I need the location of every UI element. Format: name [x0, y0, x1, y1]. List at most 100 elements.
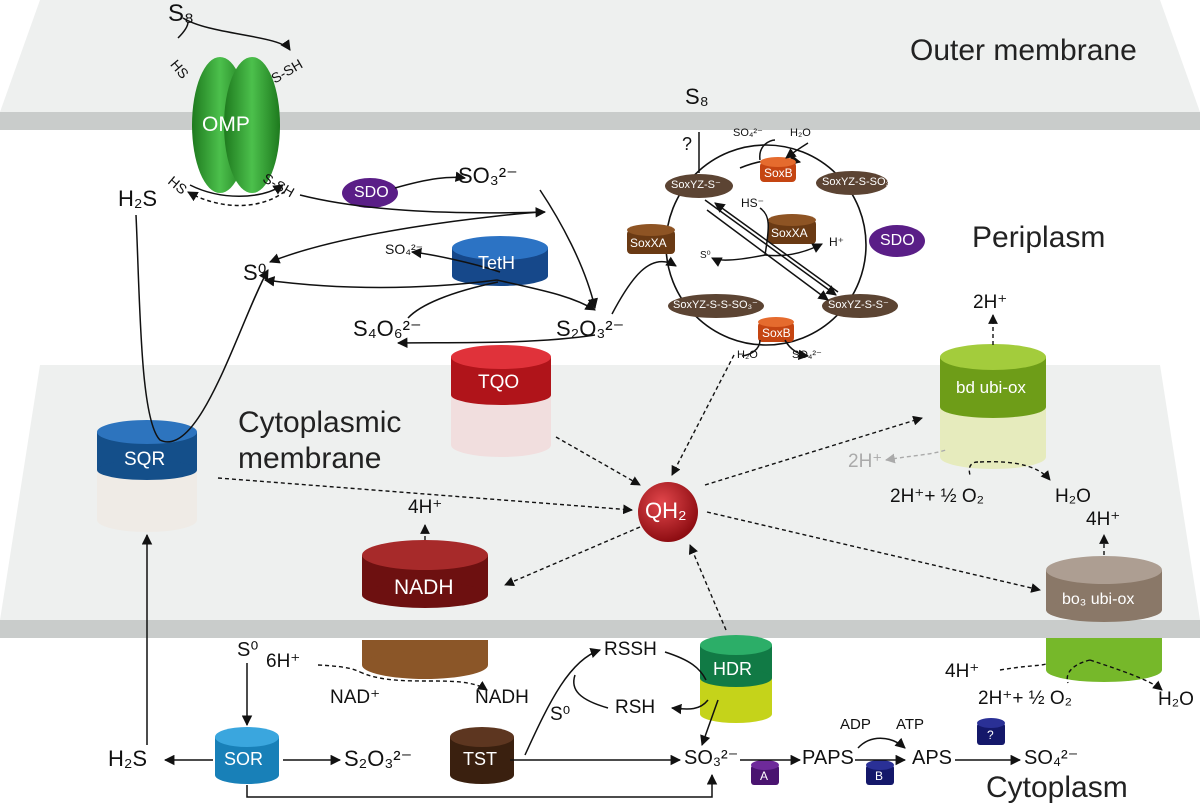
region-cytoplasm: Cytoplasm: [986, 771, 1128, 804]
4h-nadh-label: 4H⁺: [408, 497, 443, 518]
qh2-sphere: [638, 482, 698, 542]
soxyz-sss-node: [822, 294, 898, 318]
h2o-top-right-label: H₂O: [1055, 486, 1091, 507]
outer-membrane: [0, 0, 1200, 130]
soxb-top-protein: [760, 157, 796, 182]
bo3-ubi-ox-label: bo₃ ubi-ox: [1062, 591, 1135, 608]
aps-label: APS: [912, 747, 953, 769]
h2o-soxb-bottom-label: H₂O: [737, 349, 758, 361]
soxyz-sso3-node: [816, 171, 888, 195]
sor-label: SOR: [224, 749, 264, 769]
so4-soxb-bottom-label: SO₄²⁻: [792, 349, 822, 361]
h-plus-sox-label: H⁺: [829, 235, 844, 249]
s0-periplasm-label: S⁰: [243, 260, 267, 285]
tst-label: TST: [463, 749, 497, 769]
sdo-right-protein: [869, 225, 925, 257]
4h-cyto-label: 4H⁺: [945, 661, 980, 682]
tst-protein: [450, 727, 514, 784]
sdo-top-label: SDO: [354, 184, 389, 201]
sor-protein: [215, 727, 279, 784]
sqr-protein: [97, 420, 197, 532]
2h-half-o2-bottom-label: 2H⁺+ ½ O₂: [978, 688, 1072, 709]
soxyz-ssso3-label: SoxYZ-S-S-SO₃⁻: [673, 299, 758, 311]
dashed-connectors: [217, 314, 1163, 691]
2h-half-o2-top-label: 2H⁺+ ½ O₂: [890, 486, 984, 507]
region-cytoplasmic-membrane-line1: Cytoplasmic: [238, 406, 402, 439]
h2s-periplasm-label: H₂S: [118, 186, 158, 211]
atp-label: ATP: [896, 716, 925, 733]
enzyme-q-label: ?: [987, 728, 994, 742]
so4-teth-label: SO₄²⁻: [385, 241, 423, 257]
connectors: [135, 17, 1022, 798]
paps-label: PAPS: [802, 747, 854, 769]
s4o6-label: S₄O₆²⁻: [353, 316, 422, 341]
adp-label: ADP: [840, 716, 871, 733]
hs-minus-label: HS⁻: [741, 196, 765, 210]
soxxa-left-label: SoxXA: [630, 236, 667, 250]
enzyme-a-label: A: [760, 769, 769, 783]
soxyz-s-node: [665, 174, 733, 198]
rsh-label: RSH: [615, 697, 656, 718]
teth-label: TetH: [478, 253, 516, 273]
faded-proton-arrow: [885, 449, 947, 464]
h2o-bottom-right-label: H₂O: [1158, 689, 1194, 710]
so3-cyto-label: SO₃²⁻: [684, 747, 739, 769]
2h-faded-label: 2H⁺: [848, 451, 883, 472]
omp-label: OMP: [202, 113, 250, 136]
hdr-label: HDR: [713, 659, 752, 679]
4h-bo3-label: 4H⁺: [1086, 509, 1121, 530]
hdr-protein: [700, 635, 772, 723]
bo3-ubi-ox-protein: [1046, 556, 1162, 682]
soxxa-inner-label: SoxXA: [771, 226, 808, 240]
sdo-right-label: SDO: [880, 232, 915, 249]
soxyz-sss-label: SoxYZ-S-S⁻: [828, 299, 889, 311]
soxb-bottom-protein: [758, 317, 794, 342]
region-periplasm: Periplasm: [972, 221, 1106, 254]
soxxa-left-protein: [627, 224, 675, 254]
s0-cyto-label: S⁰: [237, 639, 259, 661]
s0-tst-label: S⁰: [550, 704, 571, 725]
soxyz-ssso3-node: [668, 294, 764, 318]
soxyz-sso3-label: SoxYZ-S-SO₃⁻: [822, 176, 896, 188]
region-outer-membrane: Outer membrane: [910, 34, 1137, 67]
so4-soxb-top-label: SO₄²⁻: [733, 127, 763, 139]
tqo-label: TQO: [478, 372, 520, 393]
enzyme-question: [977, 718, 1005, 745]
s2o3-cyto-label: S₂O₃²⁻: [344, 746, 413, 771]
tqo-protein: [451, 345, 551, 457]
6h-label: 6H⁺: [266, 651, 301, 672]
so3-periplasm-label: SO₃²⁻: [458, 163, 518, 188]
soxyz-s-label: SoxYZ-S⁻: [671, 179, 721, 191]
nadh-label: NADH: [394, 576, 454, 599]
s0-sox-label: S⁰: [700, 250, 711, 261]
so4-cyto-label: SO₄²⁻: [1024, 747, 1079, 769]
rssh-label: RSSH: [604, 639, 657, 660]
2h-top-label: 2H⁺: [973, 292, 1008, 313]
nadh-protein: [362, 540, 488, 679]
nad-plus-label: NAD⁺: [330, 687, 381, 708]
teth-protein: [452, 236, 548, 286]
sox-question-label: ?: [682, 134, 693, 154]
bd-ubi-ox-label: bd ubi-ox: [956, 378, 1026, 397]
enzyme-a: [751, 760, 779, 785]
s2o3-periplasm-label: S₂O₃²⁻: [556, 316, 625, 341]
region-cytoplasmic-membrane-line2: membrane: [238, 442, 382, 475]
soxxa-inner-protein: [768, 214, 816, 244]
sdo-top-protein: [342, 178, 398, 208]
s8-top-label: S₈: [168, 0, 194, 27]
soxb-top-label: SoxB: [764, 166, 793, 180]
omp-protein: [192, 57, 280, 193]
h2s-cytoplasm-label: H₂S: [108, 746, 148, 771]
nadh-molecule-label: NADH: [475, 687, 529, 708]
bd-ubi-ox-protein: [940, 344, 1046, 469]
qh2-label: QH₂: [645, 498, 687, 523]
sqr-label: SQR: [124, 449, 166, 470]
s8-sox-label: S₈: [685, 84, 709, 109]
h2o-soxb-top-label: H₂O: [790, 127, 811, 139]
enzyme-b: [866, 760, 894, 785]
cytoplasmic-membrane: [0, 365, 1200, 638]
enzyme-b-label: B: [875, 769, 884, 783]
soxb-bottom-label: SoxB: [762, 326, 791, 340]
